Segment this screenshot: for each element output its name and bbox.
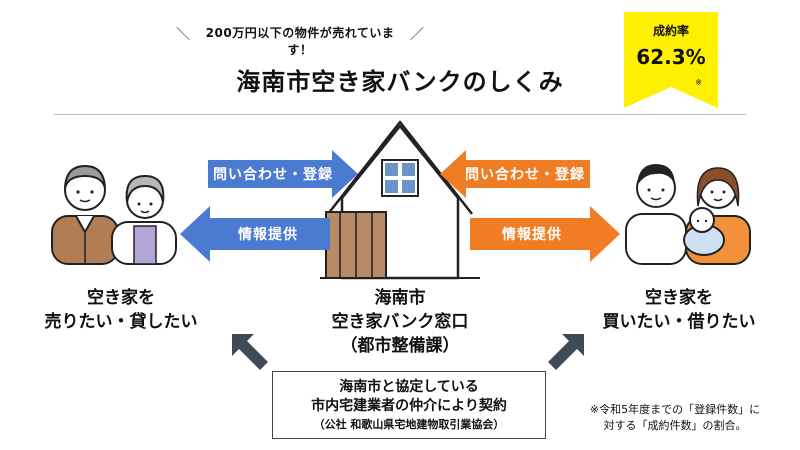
- slash-decoration-right: ／: [410, 27, 424, 43]
- up-left-arrow-icon: [232, 334, 268, 374]
- slash-decoration-left: ＼: [176, 27, 190, 43]
- sellers-label: 空き家を 売りたい・貸したい: [36, 286, 206, 334]
- footnote-line2: 対する「成約件数」の割合。: [603, 419, 747, 432]
- center-label-line1: 海南市: [374, 288, 426, 308]
- agent-box-line1: 海南市と協定している: [339, 379, 479, 395]
- inquiry-arrow-left-label: 問い合わせ・登録: [213, 167, 333, 183]
- footnote-line1: ※令和5年度までの「登録件数」に: [589, 403, 761, 416]
- inquiry-arrow-left: 問い合わせ・登録: [208, 150, 358, 198]
- buyers-label: 空き家を 買いたい・借りたい: [594, 286, 764, 334]
- divider: [54, 114, 746, 115]
- buyers-label-line2: 買いたい・借りたい: [602, 312, 756, 332]
- badge-footnote-mark: ※: [695, 78, 702, 87]
- arrow-left-shape: [180, 206, 330, 262]
- arrow-right-shape: [470, 206, 620, 262]
- arrow-right-shape: [208, 150, 358, 198]
- success-rate-badge: 成約率 62.3% ※: [624, 12, 718, 108]
- inquiry-arrow-right: 問い合わせ・登録: [440, 150, 590, 198]
- badge-value: 62.3%: [636, 45, 706, 69]
- center-label-line3: （都市整備課）: [340, 336, 460, 356]
- sellers-label-line1: 空き家を: [87, 288, 155, 308]
- subtitle: 200万円以下の物件が売れています！: [205, 26, 395, 57]
- inquiry-arrow-right-label: 問い合わせ・登録: [465, 167, 585, 183]
- info-arrow-right: 情報提供: [470, 206, 620, 262]
- agent-box-line2: 市内宅建業者の仲介により契約: [311, 398, 507, 414]
- up-right-arrow-icon: [548, 334, 584, 374]
- badge-label: 成約率: [652, 24, 689, 38]
- buyers-label-line1: 空き家を: [645, 288, 713, 308]
- buyers-illustration: [620, 150, 760, 269]
- arrow-left-shape: [440, 150, 590, 198]
- info-arrow-left-label: 情報提供: [238, 227, 298, 243]
- sellers-label-line2: 売りたい・貸したい: [44, 312, 198, 332]
- footnote: ※令和5年度までの「登録件数」に 対する「成約件数」の割合。: [560, 402, 790, 434]
- info-arrow-left: 情報提供: [180, 206, 330, 262]
- info-arrow-right-label: 情報提供: [502, 227, 562, 243]
- agent-box: 海南市と協定している 市内宅建業者の仲介により契約 （公社 和歌山県宅地建物取引…: [272, 371, 546, 439]
- agent-box-line3: （公社 和歌山県宅地建物取引業協会）: [313, 418, 505, 431]
- page-title: 海南市空き家バンクのしくみ: [236, 68, 564, 96]
- center-label: 海南市 空き家バンク窓口 （都市整備課）: [300, 286, 500, 358]
- center-label-line2: 空き家バンク窓口: [331, 312, 469, 332]
- house-illustration: [320, 118, 480, 284]
- sellers-illustration: [46, 150, 186, 269]
